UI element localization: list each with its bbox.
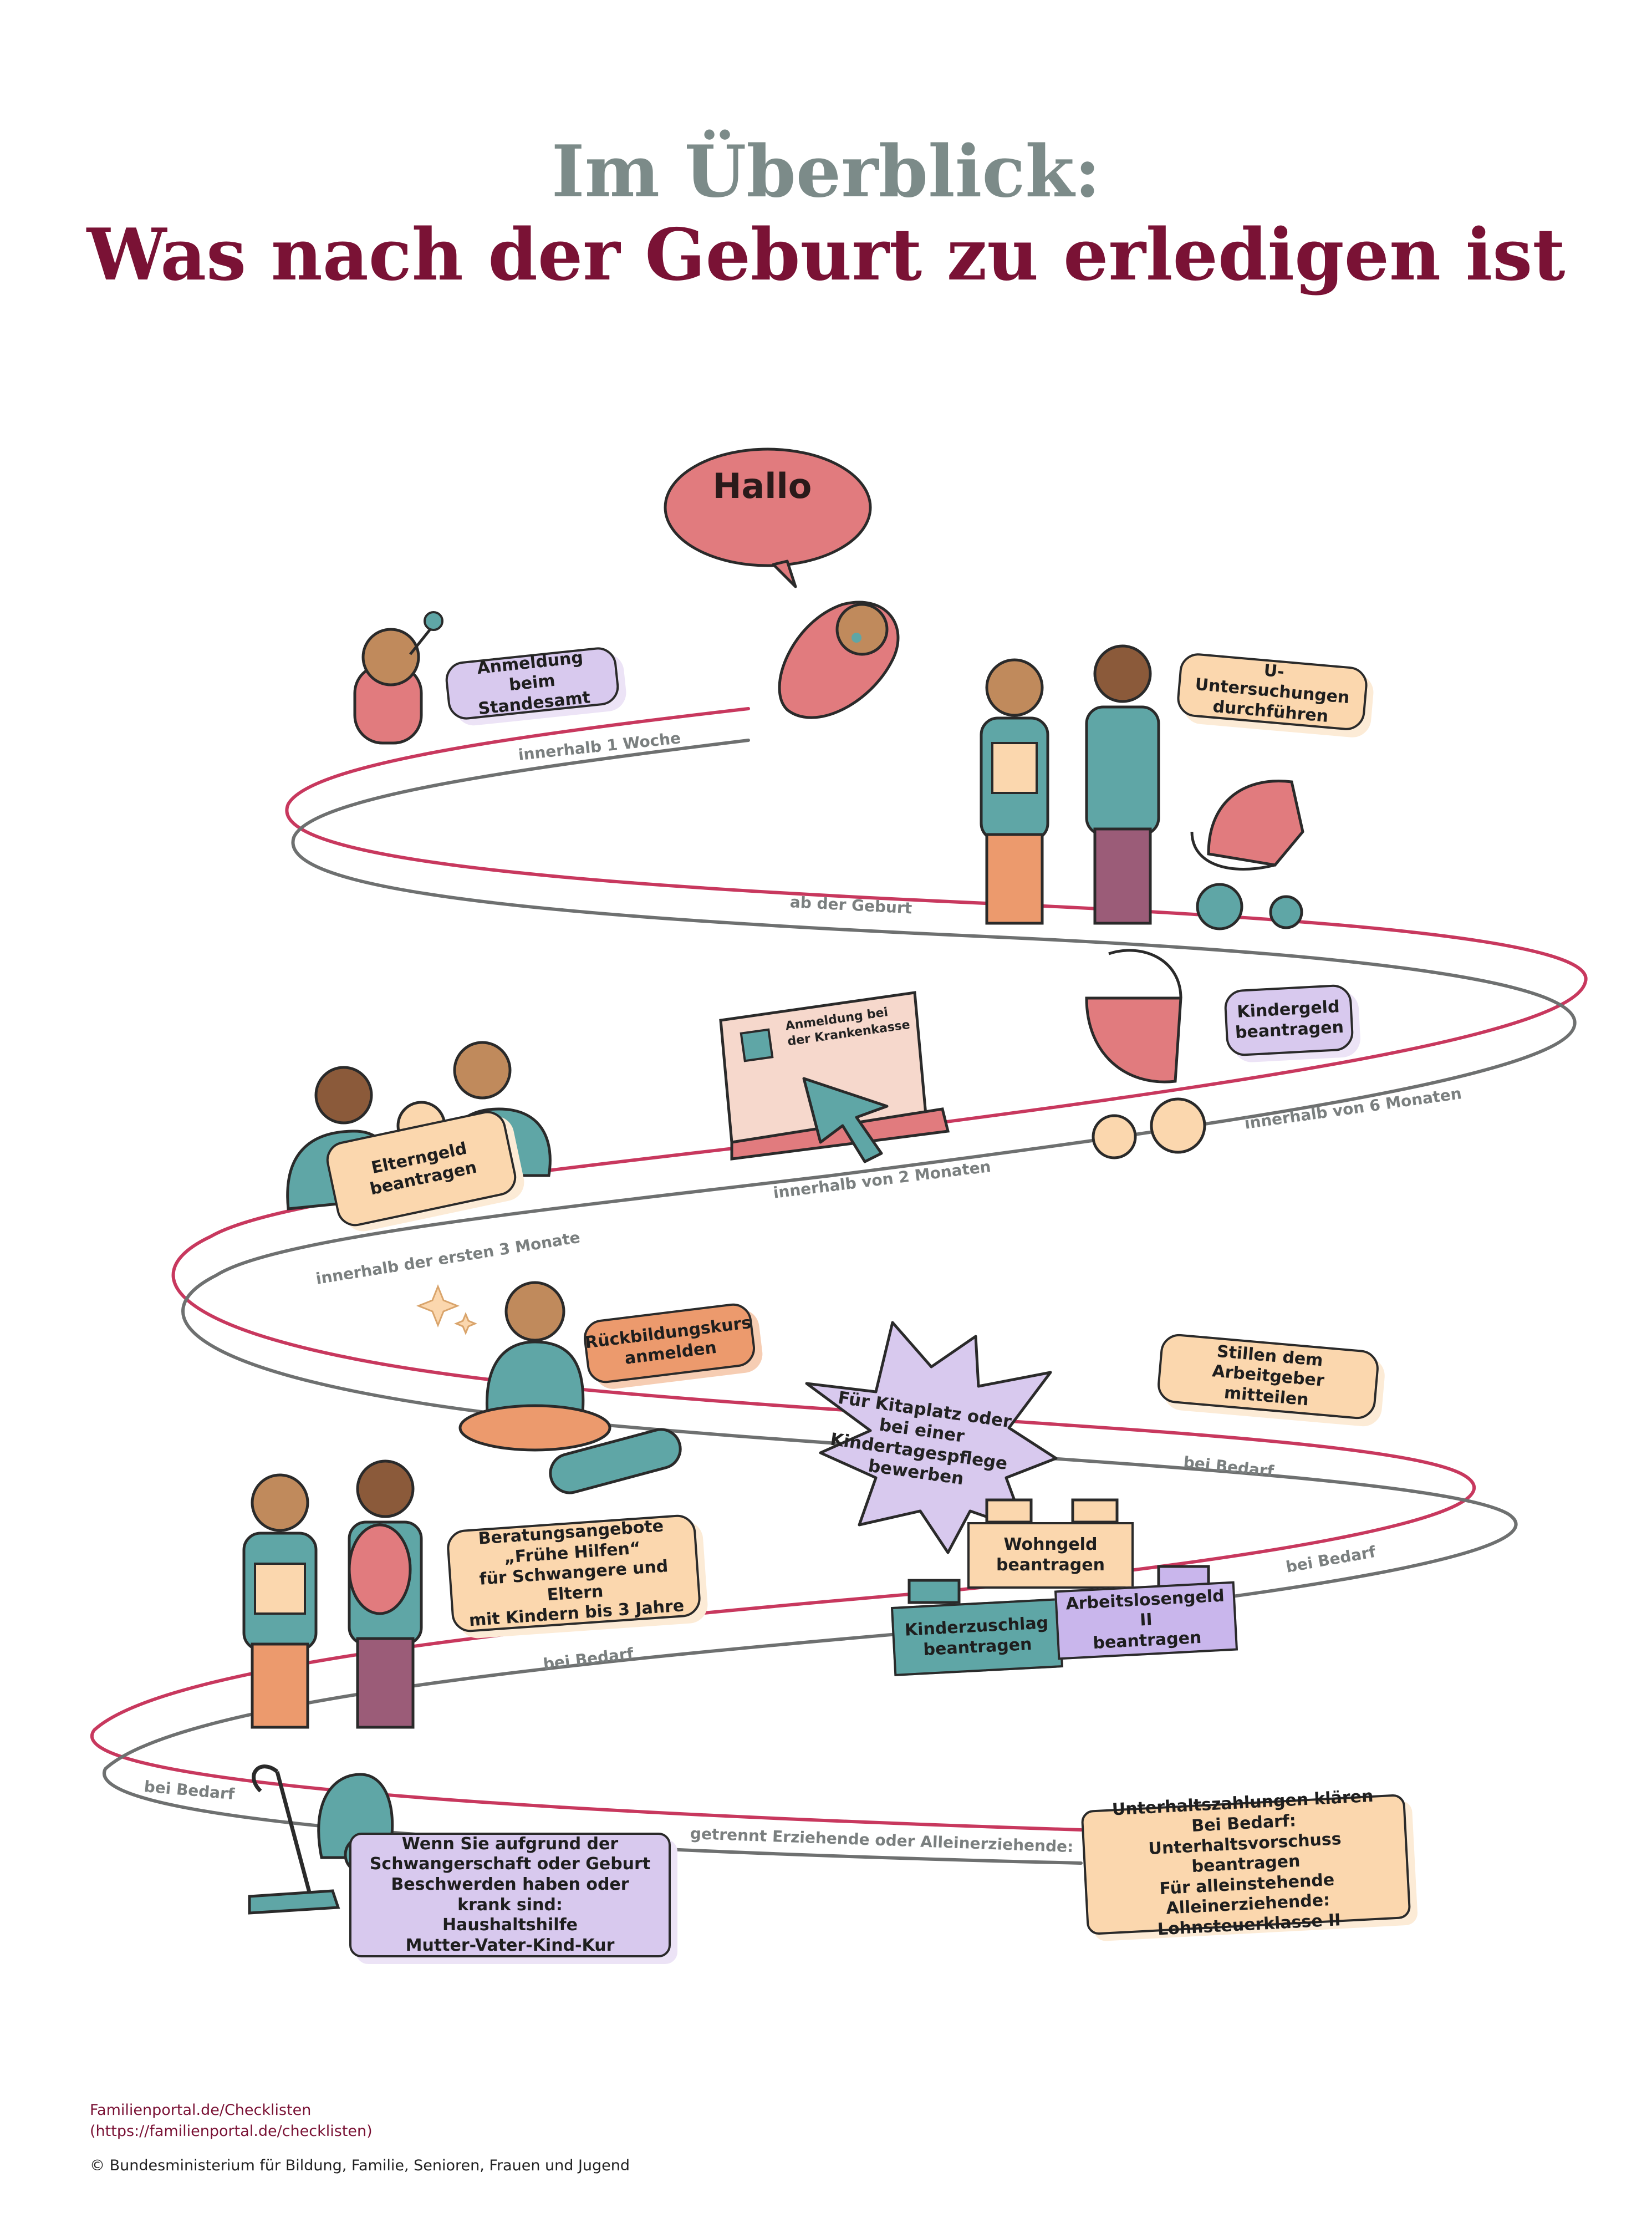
cursor-icon	[802, 1077, 889, 1163]
starburst-icon	[805, 1321, 1058, 1554]
parents-with-stroller-icon	[980, 644, 1304, 930]
task-kitaplatz: Für Kitaplatz oder bei einer Kindertages…	[829, 1388, 1013, 1489]
footer-link[interactable]: Familienportal.de/Checklisten	[90, 2102, 312, 2119]
task-fruehe-hilfen: Beratungsangebote „Frühe Hilfen“ für Sch…	[446, 1513, 702, 1634]
task-kinderzuschlag: Kinderzuschlag beantragen	[890, 1598, 1064, 1676]
timeline-track-red	[90, 707, 1588, 1832]
stroller-icon	[1085, 949, 1182, 1083]
blocks-icon	[907, 1498, 1210, 1604]
meditating-woman-icon	[458, 1281, 611, 1452]
speech-bubble-icon	[664, 447, 872, 588]
speech-bubble-text: Hallo	[712, 466, 812, 506]
sparkle-icon	[416, 1284, 477, 1335]
title-line-2: Was nach der Geburt zu erledigen ist	[86, 213, 1566, 297]
yoga-mat-icon	[549, 1428, 682, 1494]
footer-copyright: © Bundesministerium für Bildung, Familie…	[90, 2157, 630, 2174]
title-line-1: Im Überblick:	[551, 130, 1101, 213]
task-wohngeld: Wohngeld beantragen	[967, 1522, 1134, 1589]
footer-url[interactable]: (https://familienportal.de/checklisten)	[90, 2123, 373, 2140]
swaddled-baby-icon	[778, 601, 900, 719]
timeline-track-gray	[103, 739, 1577, 1865]
parents-with-baby-icon	[242, 1459, 423, 1729]
task-kindergeld: Kindergeld beantragen	[1223, 984, 1354, 1057]
task-arbeitslosengeld: Arbeitslosengeld II beantragen	[1054, 1581, 1238, 1660]
sitting-baby-icon	[353, 611, 443, 745]
task-haushaltshilfe-kur: Wenn Sie aufgrund der Schwangerschaft od…	[349, 1833, 671, 1957]
task-unterhalt: Unterhaltszahlungen klären Bei Bedarf: U…	[1080, 1787, 1411, 1939]
coin-icon	[1092, 1097, 1206, 1159]
